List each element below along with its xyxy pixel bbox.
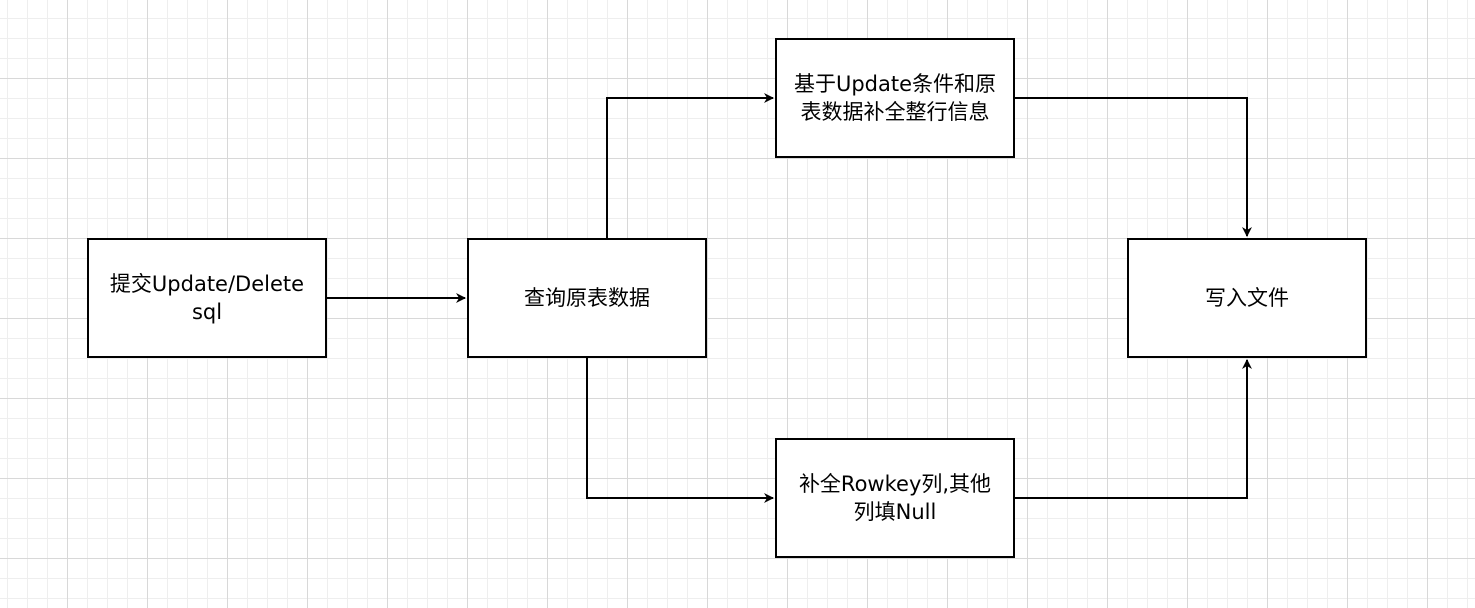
edge-fill-rowkey-to-write-file [1015,359,1252,499]
node-fill-rowkey-label: 补全Rowkey列,其他 列填Null [798,472,992,524]
node-fill-rowkey[interactable]: 补全Rowkey列,其他 列填Null [775,438,1015,558]
node-query-source-table-label: 查询原表数据 [524,286,650,310]
edge-query-to-complete-row [606,93,774,238]
node-submit-sql[interactable]: 提交Update/Delete sql [87,238,327,358]
node-query-source-table[interactable]: 查询原表数据 [467,238,707,358]
node-complete-row-info[interactable]: 基于Update条件和原 表数据补全整行信息 [775,38,1015,158]
node-write-file-label: 写入文件 [1205,286,1289,310]
node-write-file[interactable]: 写入文件 [1127,238,1367,358]
edge-complete-row-to-write-file [1015,97,1252,237]
node-submit-sql-label: 提交Update/Delete sql [109,272,305,324]
node-complete-row-info-label: 基于Update条件和原 表数据补全整行信息 [793,72,997,124]
edge-query-to-fill-rowkey [586,358,774,503]
